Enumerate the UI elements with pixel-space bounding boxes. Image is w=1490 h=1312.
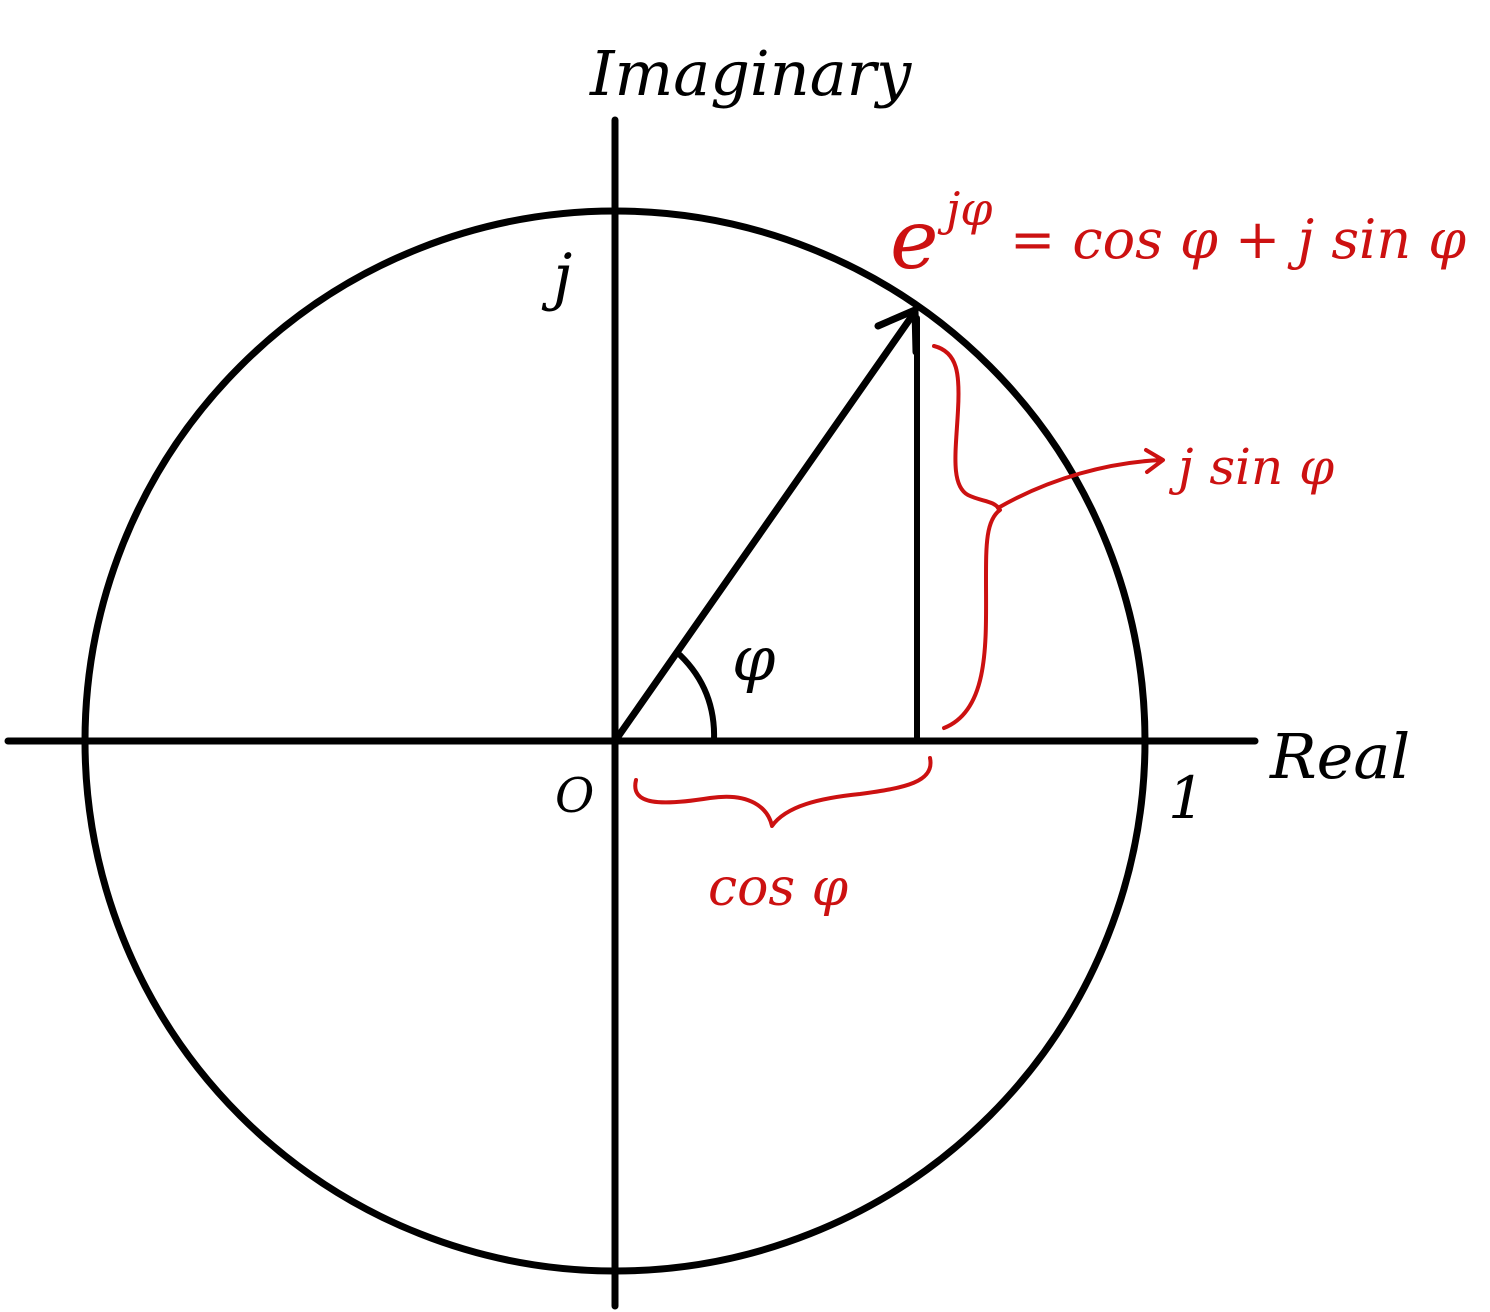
- phasor-vector: [611, 312, 916, 745]
- cos-brace: [633, 756, 933, 828]
- one-tick-label: 1: [1168, 764, 1205, 832]
- euler-rhs: = cos φ + j sin φ: [1010, 208, 1466, 271]
- cos-brace-label: cos φ: [708, 858, 849, 918]
- real-axis-label: Real: [1269, 720, 1410, 793]
- euler-exponent: jφ: [937, 182, 993, 236]
- unit-circle: [81, 207, 1149, 1275]
- sin-brace-label: j sin φ: [1168, 438, 1334, 496]
- euler-base: e: [890, 193, 939, 288]
- sin-brace: [932, 344, 1002, 730]
- j-tick-label: j: [541, 240, 572, 313]
- angle-label: φ: [732, 622, 776, 695]
- angle-arc: [677, 652, 718, 744]
- origin-label: O: [555, 768, 594, 824]
- imaginary-axis-label: Imaginary: [589, 37, 912, 110]
- sin-brace-arrow: [996, 448, 1165, 510]
